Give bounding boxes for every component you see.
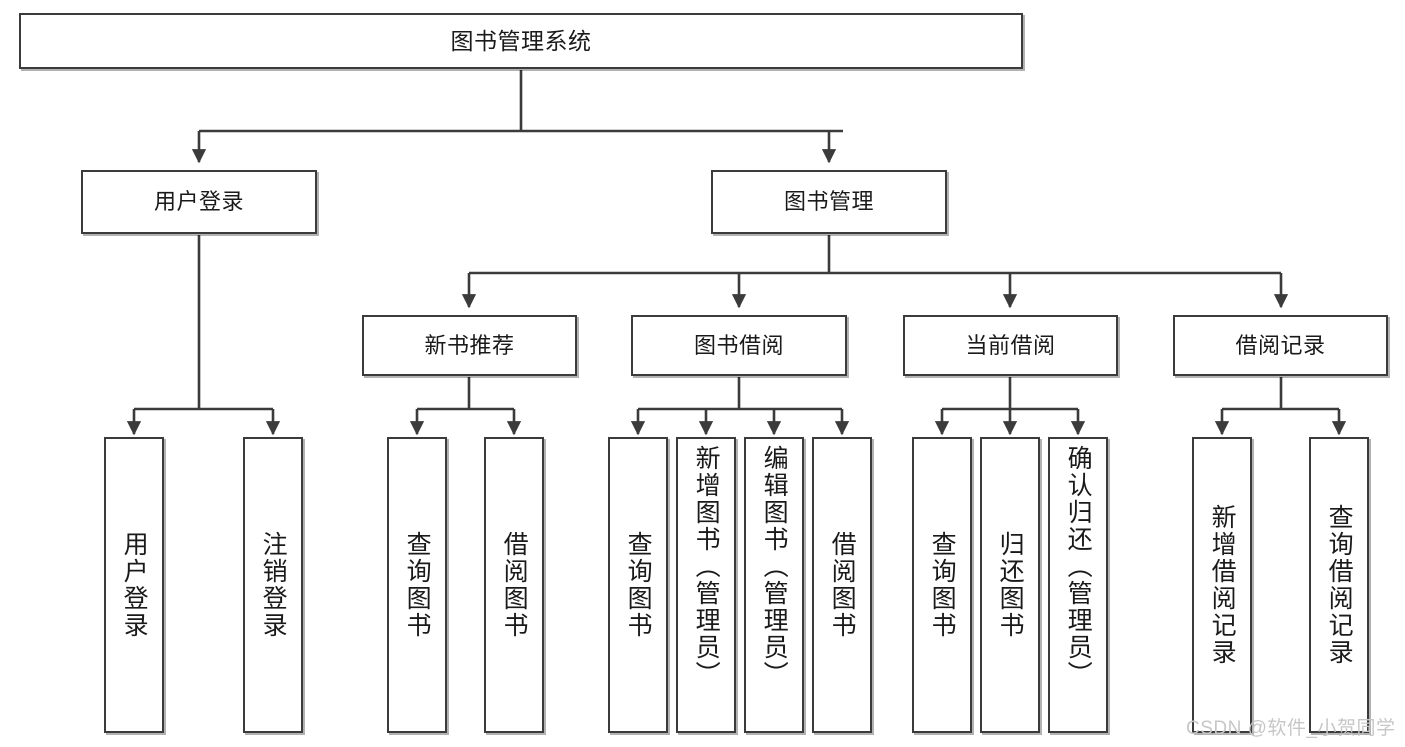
- node-borrow-record[interactable]: 借阅记录: [1173, 315, 1388, 376]
- node-label: 查询图书: [624, 531, 653, 639]
- node-label: 查询借阅记录: [1325, 504, 1354, 666]
- node-new-book-recommend[interactable]: 新书推荐: [362, 315, 577, 376]
- node-label: 用户登录: [120, 531, 149, 639]
- leaf-borrow-borrow-book[interactable]: 借阅图书: [812, 437, 872, 733]
- node-label: 图书管理: [783, 189, 874, 215]
- node-label: 新书推荐: [424, 332, 515, 358]
- node-label: 确认归还（管理员）: [1064, 445, 1093, 688]
- node-book-borrow[interactable]: 图书借阅: [631, 315, 847, 376]
- node-label: 查询图书: [928, 531, 957, 639]
- node-label: 注销登录: [259, 531, 288, 639]
- node-label: 查询图书: [403, 531, 432, 639]
- leaf-user-login-login[interactable]: 用户登录: [104, 437, 164, 733]
- leaf-current-confirm-return-admin[interactable]: 确认归还（管理员）: [1048, 437, 1108, 733]
- node-label: 当前借阅: [965, 332, 1056, 358]
- node-label: 用户登录: [153, 189, 244, 215]
- node-label: 图书管理系统: [450, 27, 592, 54]
- node-label: 借阅图书: [500, 531, 529, 639]
- node-label: 归还图书: [996, 531, 1025, 639]
- node-label: 借阅图书: [828, 531, 857, 639]
- leaf-user-login-logout[interactable]: 注销登录: [243, 437, 303, 733]
- leaf-borrow-query-book[interactable]: 查询图书: [608, 437, 668, 733]
- node-label: 新增借阅记录: [1208, 504, 1237, 666]
- leaf-current-return-book[interactable]: 归还图书: [980, 437, 1040, 733]
- node-label: 借阅记录: [1235, 332, 1326, 358]
- leaf-record-query-record[interactable]: 查询借阅记录: [1309, 437, 1369, 733]
- node-user-login[interactable]: 用户登录: [81, 170, 317, 234]
- node-label: 新增图书（管理员）: [692, 445, 721, 688]
- leaf-recommend-query-book[interactable]: 查询图书: [387, 437, 447, 733]
- leaf-record-add-record[interactable]: 新增借阅记录: [1192, 437, 1252, 733]
- leaf-current-query-book[interactable]: 查询图书: [912, 437, 972, 733]
- node-root-system[interactable]: 图书管理系统: [19, 13, 1023, 69]
- node-book-management[interactable]: 图书管理: [711, 170, 947, 234]
- node-label: 编辑图书（管理员）: [760, 445, 789, 688]
- node-label: 图书借阅: [693, 332, 784, 358]
- leaf-borrow-add-book-admin[interactable]: 新增图书（管理员）: [676, 437, 736, 733]
- csdn-watermark: CSDN @软件_小贺同学: [1186, 718, 1396, 739]
- leaf-borrow-edit-book-admin[interactable]: 编辑图书（管理员）: [744, 437, 804, 733]
- node-current-borrow[interactable]: 当前借阅: [903, 315, 1118, 376]
- leaf-recommend-borrow-book[interactable]: 借阅图书: [484, 437, 544, 733]
